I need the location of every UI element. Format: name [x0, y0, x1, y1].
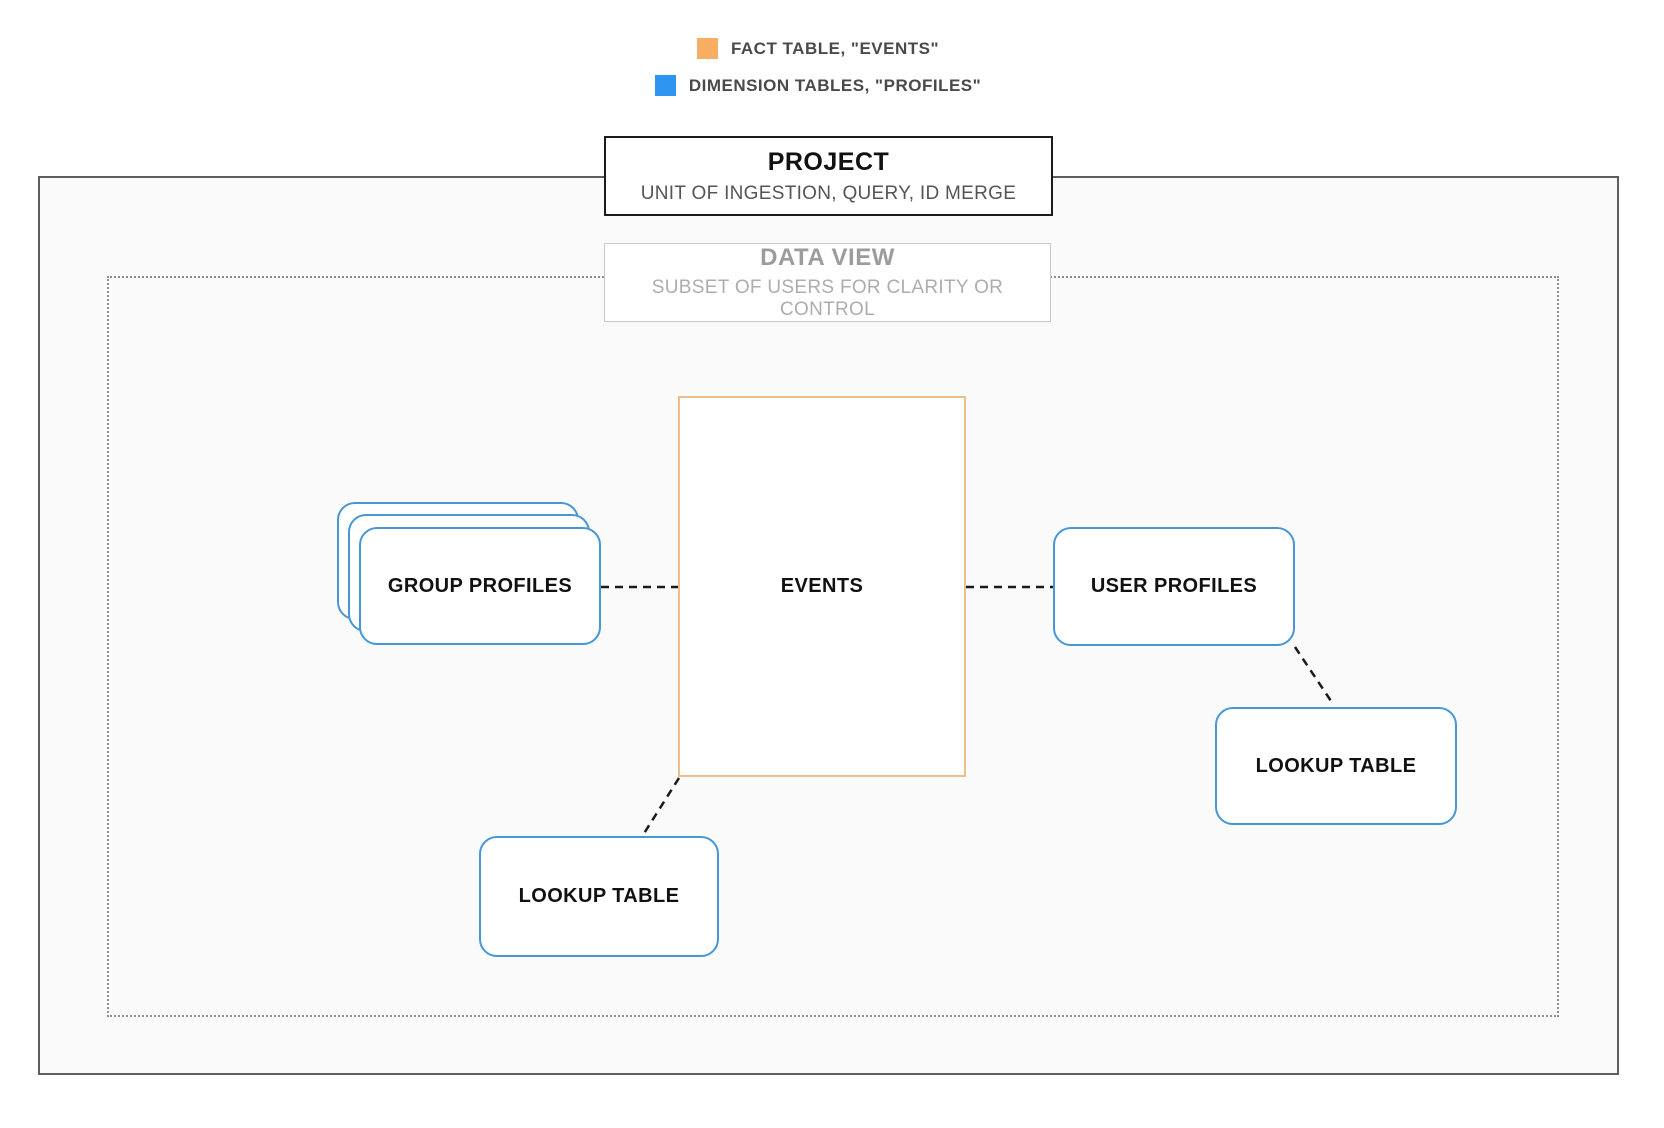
- group-profiles-node-label: GROUP PROFILES: [387, 574, 573, 597]
- node-events: EVENTS: [678, 396, 966, 777]
- data-view-subtitle: SUBSET OF USERS FOR CLARITY OR CONTROL: [651, 277, 1004, 320]
- events-node-label: EVENTS: [780, 575, 864, 597]
- lookup-table-right-node-label: LOOKUP TABLE: [1255, 754, 1417, 777]
- data-view-title: DATA VIEW: [760, 244, 895, 271]
- project-title: PROJECT: [767, 147, 890, 176]
- legend: FACT TABLE, "EVENTS" DIMENSION TABLES, "…: [0, 38, 1636, 96]
- data-view-title-box: DATA VIEW SUBSET OF USERS FOR CLARITY OR…: [604, 243, 1051, 322]
- lookup-table-bottom-node-label: LOOKUP TABLE: [518, 885, 680, 907]
- legend-item-fact-table: FACT TABLE, "EVENTS": [696, 38, 940, 59]
- dimension-tables-legend-label: DIMENSION TABLES, "PROFILES": [688, 75, 982, 95]
- legend-item-dimension-tables: DIMENSION TABLES, "PROFILES": [654, 75, 982, 96]
- node-lookup-table-bottom: LOOKUP TABLE: [479, 836, 719, 957]
- project-title-box: PROJECT UNIT OF INGESTION, QUERY, ID MER…: [604, 136, 1053, 216]
- dimension-tables-color-swatch: [654, 75, 676, 96]
- fact-table-color-swatch: [696, 38, 718, 59]
- node-user-profiles: USER PROFILES: [1053, 527, 1295, 646]
- node-lookup-table-right: LOOKUP TABLE: [1215, 707, 1457, 825]
- project-subtitle: UNIT OF INGESTION, QUERY, ID MERGE: [640, 182, 1017, 204]
- node-group-profiles: GROUP PROFILES: [359, 527, 601, 645]
- fact-table-legend-label: FACT TABLE, "EVENTS": [730, 38, 940, 58]
- user-profiles-node-label: USER PROFILES: [1090, 575, 1258, 597]
